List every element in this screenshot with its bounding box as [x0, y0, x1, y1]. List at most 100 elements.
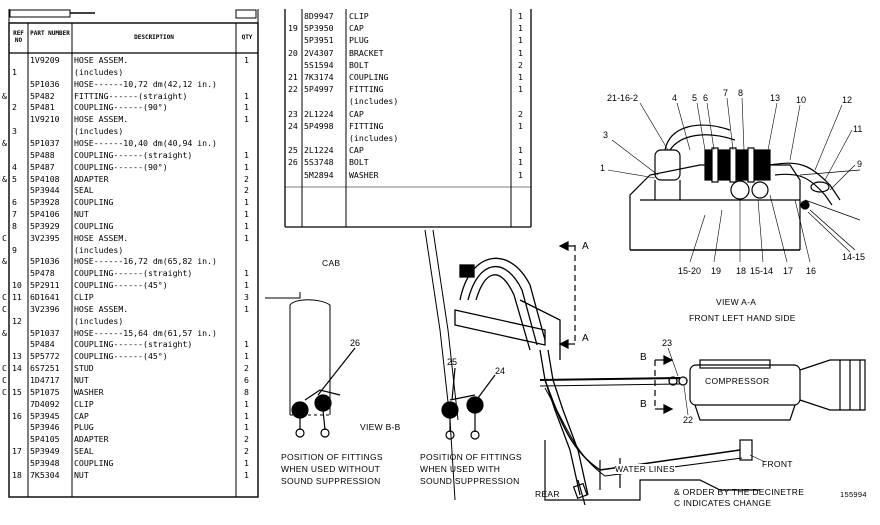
- section-b-bottom: B: [640, 399, 647, 410]
- row-qty: 1: [518, 84, 523, 95]
- row-qty: 1: [244, 149, 249, 160]
- water-lines-label: WATER LINES: [615, 464, 675, 474]
- callout-5: 5: [692, 93, 698, 103]
- with-note-line2: WHEN USED WITH: [420, 464, 501, 474]
- row-qty: 1: [518, 23, 523, 34]
- row-description: HOSE------16,72 dm(65,82 in.): [74, 256, 217, 267]
- row-ref: 7: [12, 209, 17, 220]
- row-part-number: 7D4092: [30, 398, 60, 409]
- row-part-number: 5P4997: [304, 84, 334, 95]
- row-part-number: 5P4105: [30, 434, 60, 445]
- row-description: BRACKET: [349, 47, 384, 58]
- row-qty: 1: [518, 120, 523, 131]
- row-qty: 1: [518, 169, 523, 180]
- row-part-number: 2L1224: [304, 145, 334, 156]
- row-qty: 1: [244, 351, 249, 362]
- row-description: NUT: [74, 469, 89, 480]
- row-mark: C: [2, 363, 7, 374]
- section-b-top: B: [640, 352, 647, 363]
- row-ref: 17: [12, 446, 22, 457]
- without-note-line2: WHEN USED WITHOUT: [281, 464, 381, 474]
- row-mark: &: [2, 90, 7, 101]
- without-note-line3: SOUND SUPPRESSION: [281, 476, 381, 486]
- row-mark: C: [2, 232, 7, 243]
- row-ref: 19: [288, 23, 298, 34]
- callout-22: 22: [683, 415, 694, 425]
- row-description: HOSE------10,72 dm(42,12 in.): [74, 78, 217, 89]
- row-part-number: 5P2911: [30, 280, 60, 291]
- row-description: SEAL: [74, 185, 94, 196]
- view-b-caption: VIEW B-B: [360, 422, 401, 432]
- row-description: FITTING------(straight): [74, 90, 188, 101]
- callout-15-14: 15-14: [750, 266, 774, 276]
- callout-11: 11: [853, 124, 863, 134]
- header-part-number: PART NUMBER: [30, 30, 70, 37]
- row-part-number: 2V4307: [304, 47, 334, 58]
- callout-19: 19: [711, 266, 722, 276]
- row-description: COUPLING------(straight): [74, 339, 193, 350]
- section-a-bottom: A: [582, 333, 589, 344]
- row-description: (includes): [74, 315, 124, 326]
- row-part-number: 5P481: [30, 102, 55, 113]
- legend-decimetre: & ORDER BY THE DECINETRE: [674, 487, 805, 497]
- callout-24: 24: [495, 366, 506, 376]
- table-row: 5P488 COUPLING------(straight)1: [0, 150, 258, 160]
- row-mark: C: [2, 374, 7, 385]
- row-description: COUPLING------(45°): [74, 280, 168, 291]
- cab-label: CAB: [322, 258, 341, 268]
- row-description: (includes): [74, 244, 124, 255]
- row-part-number: 5S1594: [304, 59, 334, 70]
- row-ref: 26: [288, 157, 298, 168]
- row-mark: C: [2, 292, 7, 302]
- row-qty: 3: [244, 292, 249, 302]
- row-part-number: 5P478: [30, 268, 55, 279]
- row-description: STUD: [74, 363, 94, 374]
- row-qty: 1: [244, 457, 249, 468]
- row-ref: 23: [288, 108, 298, 119]
- row-part-number: 5P1037: [30, 137, 60, 148]
- row-ref: 6: [12, 197, 17, 208]
- rear-label: REAR: [535, 489, 560, 499]
- table-row: 5P478 COUPLING------(straight)1: [0, 268, 258, 278]
- with-note-line1: POSITION OF FITTINGS: [420, 452, 522, 462]
- row-part-number: 2L1224: [304, 108, 334, 119]
- row-ref: 11: [12, 292, 22, 302]
- row-qty: 1: [518, 145, 523, 156]
- row-ref: 22: [288, 84, 298, 95]
- row-part-number: 5P488: [30, 149, 55, 160]
- row-description: HOSE ASSEM.: [74, 55, 129, 65]
- row-ref: 5: [12, 173, 17, 184]
- row-ref: 8: [12, 220, 17, 231]
- callout-23: 23: [662, 338, 673, 348]
- row-description: BOLT: [349, 59, 369, 70]
- row-description: HOSE ASSEM.: [74, 303, 129, 314]
- right-table-frame: [284, 9, 532, 228]
- row-description: COUPLING------(45°): [74, 351, 168, 362]
- row-part-number: 3V2396: [30, 303, 60, 314]
- table-row: 3 (includes): [0, 126, 258, 136]
- with-note-line3: SOUND SUPPRESSION: [420, 476, 520, 486]
- row-qty: 1: [244, 469, 249, 480]
- hose-routing-drawing: [424, 229, 743, 501]
- callout-9: 9: [857, 159, 863, 169]
- row-part-number: 1V9209: [30, 55, 60, 65]
- row-part-number: 5P484: [30, 339, 55, 350]
- row-description: NUT: [74, 374, 89, 385]
- row-qty: 2: [244, 446, 249, 457]
- row-part-number: 3V2395: [30, 232, 60, 243]
- row-description: COUPLING------(straight): [74, 268, 193, 279]
- view-a-drawing: [629, 124, 861, 251]
- row-description: COUPLING: [74, 197, 114, 208]
- legend-change: C INDICATES CHANGE: [674, 498, 772, 508]
